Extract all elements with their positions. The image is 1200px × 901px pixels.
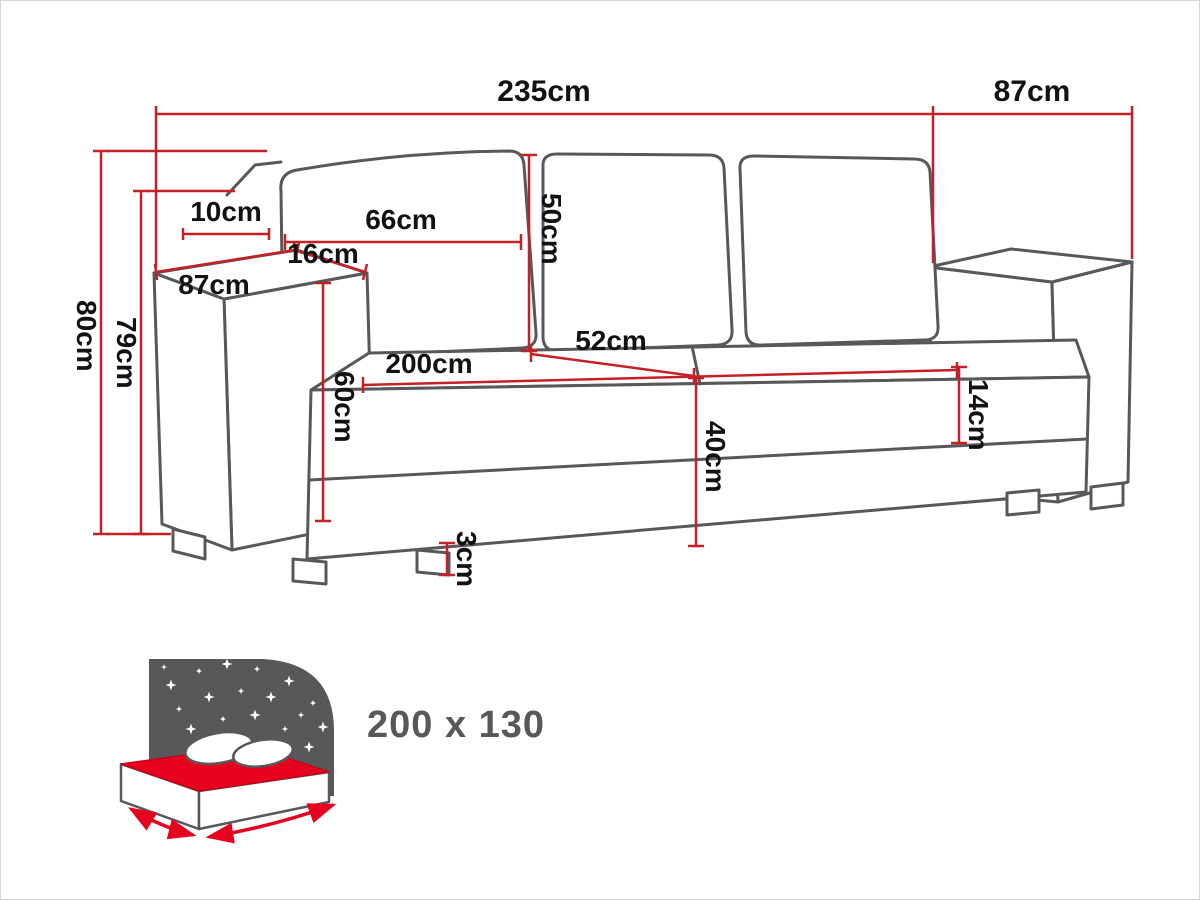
- dim-label-back-cushion-width: 66cm: [365, 204, 437, 235]
- dim-label-back-cushion-height: 50cm: [536, 193, 567, 265]
- dim-line-seat-height: [688, 376, 704, 548]
- sleeping-function-icon: 200 x 130: [119, 658, 545, 844]
- dim-line-armrest-width: [293, 242, 369, 281]
- pillow: [232, 738, 294, 768]
- dim-label-armrest-depth: 87cm: [178, 269, 250, 300]
- unfold-arrow-left: [127, 807, 197, 840]
- dim-line-seat-cushion-height: [951, 365, 967, 445]
- back-cushion-middle: [541, 152, 734, 353]
- sleeping-area-label: 200 x 130: [367, 704, 545, 746]
- back-cushion-right: [738, 154, 940, 347]
- dim-line-back-cushion-width: [283, 234, 523, 250]
- dim-label-armrest-width: 16cm: [287, 238, 359, 269]
- dim-line-armrest-height: [315, 281, 331, 523]
- dimension-labels: 235cm 87cm 80cm 79cm 10cm 66cm 50cm 87cm…: [71, 75, 1070, 587]
- dim-line-height-backrest: [133, 189, 235, 536]
- dim-line-width-total: [154, 106, 935, 268]
- dim-line-seat-depth: [529, 346, 696, 384]
- right-armrest-top: [927, 247, 1134, 284]
- dim-label-seat-depth: 52cm: [575, 325, 647, 356]
- dim-label-seat-cushion-height: 14cm: [963, 379, 994, 451]
- dim-label-leg-height: 3cm: [451, 531, 482, 587]
- dim-label-depth-side: 87cm: [994, 75, 1071, 108]
- left-armrest-outer-side: [152, 271, 234, 552]
- dim-label-backrest-top: 10cm: [190, 196, 262, 227]
- dimension-lines: [93, 106, 1134, 577]
- dim-label-armrest-height: 60cm: [329, 371, 360, 443]
- dim-line-backrest-top: [181, 228, 271, 240]
- dim-line-leg-height: [439, 541, 455, 577]
- dim-label-seat-height: 40cm: [700, 421, 731, 493]
- dim-line-depth-side: [933, 106, 1134, 259]
- dim-line-seat-width: [361, 362, 959, 393]
- sofa-drawing: [152, 149, 1134, 586]
- dim-label-width-total: 235cm: [497, 75, 590, 108]
- sofa-leg: [1005, 488, 1041, 517]
- dim-label-height-total: 80cm: [71, 300, 102, 372]
- dim-line-back-cushion-height: [521, 153, 537, 353]
- dim-label-seat-width: 200cm: [385, 348, 472, 379]
- sofa-leg: [415, 548, 451, 577]
- seat-front: [305, 375, 1091, 561]
- unfold-arrow-right: [205, 803, 337, 844]
- sofa-leg: [1089, 481, 1125, 511]
- seat-seam: [307, 437, 1089, 482]
- back-frame-edge: [225, 160, 283, 197]
- sofa-leg: [291, 557, 328, 586]
- dim-label-height-backrest: 79cm: [111, 317, 142, 389]
- sofa-leg: [171, 527, 207, 561]
